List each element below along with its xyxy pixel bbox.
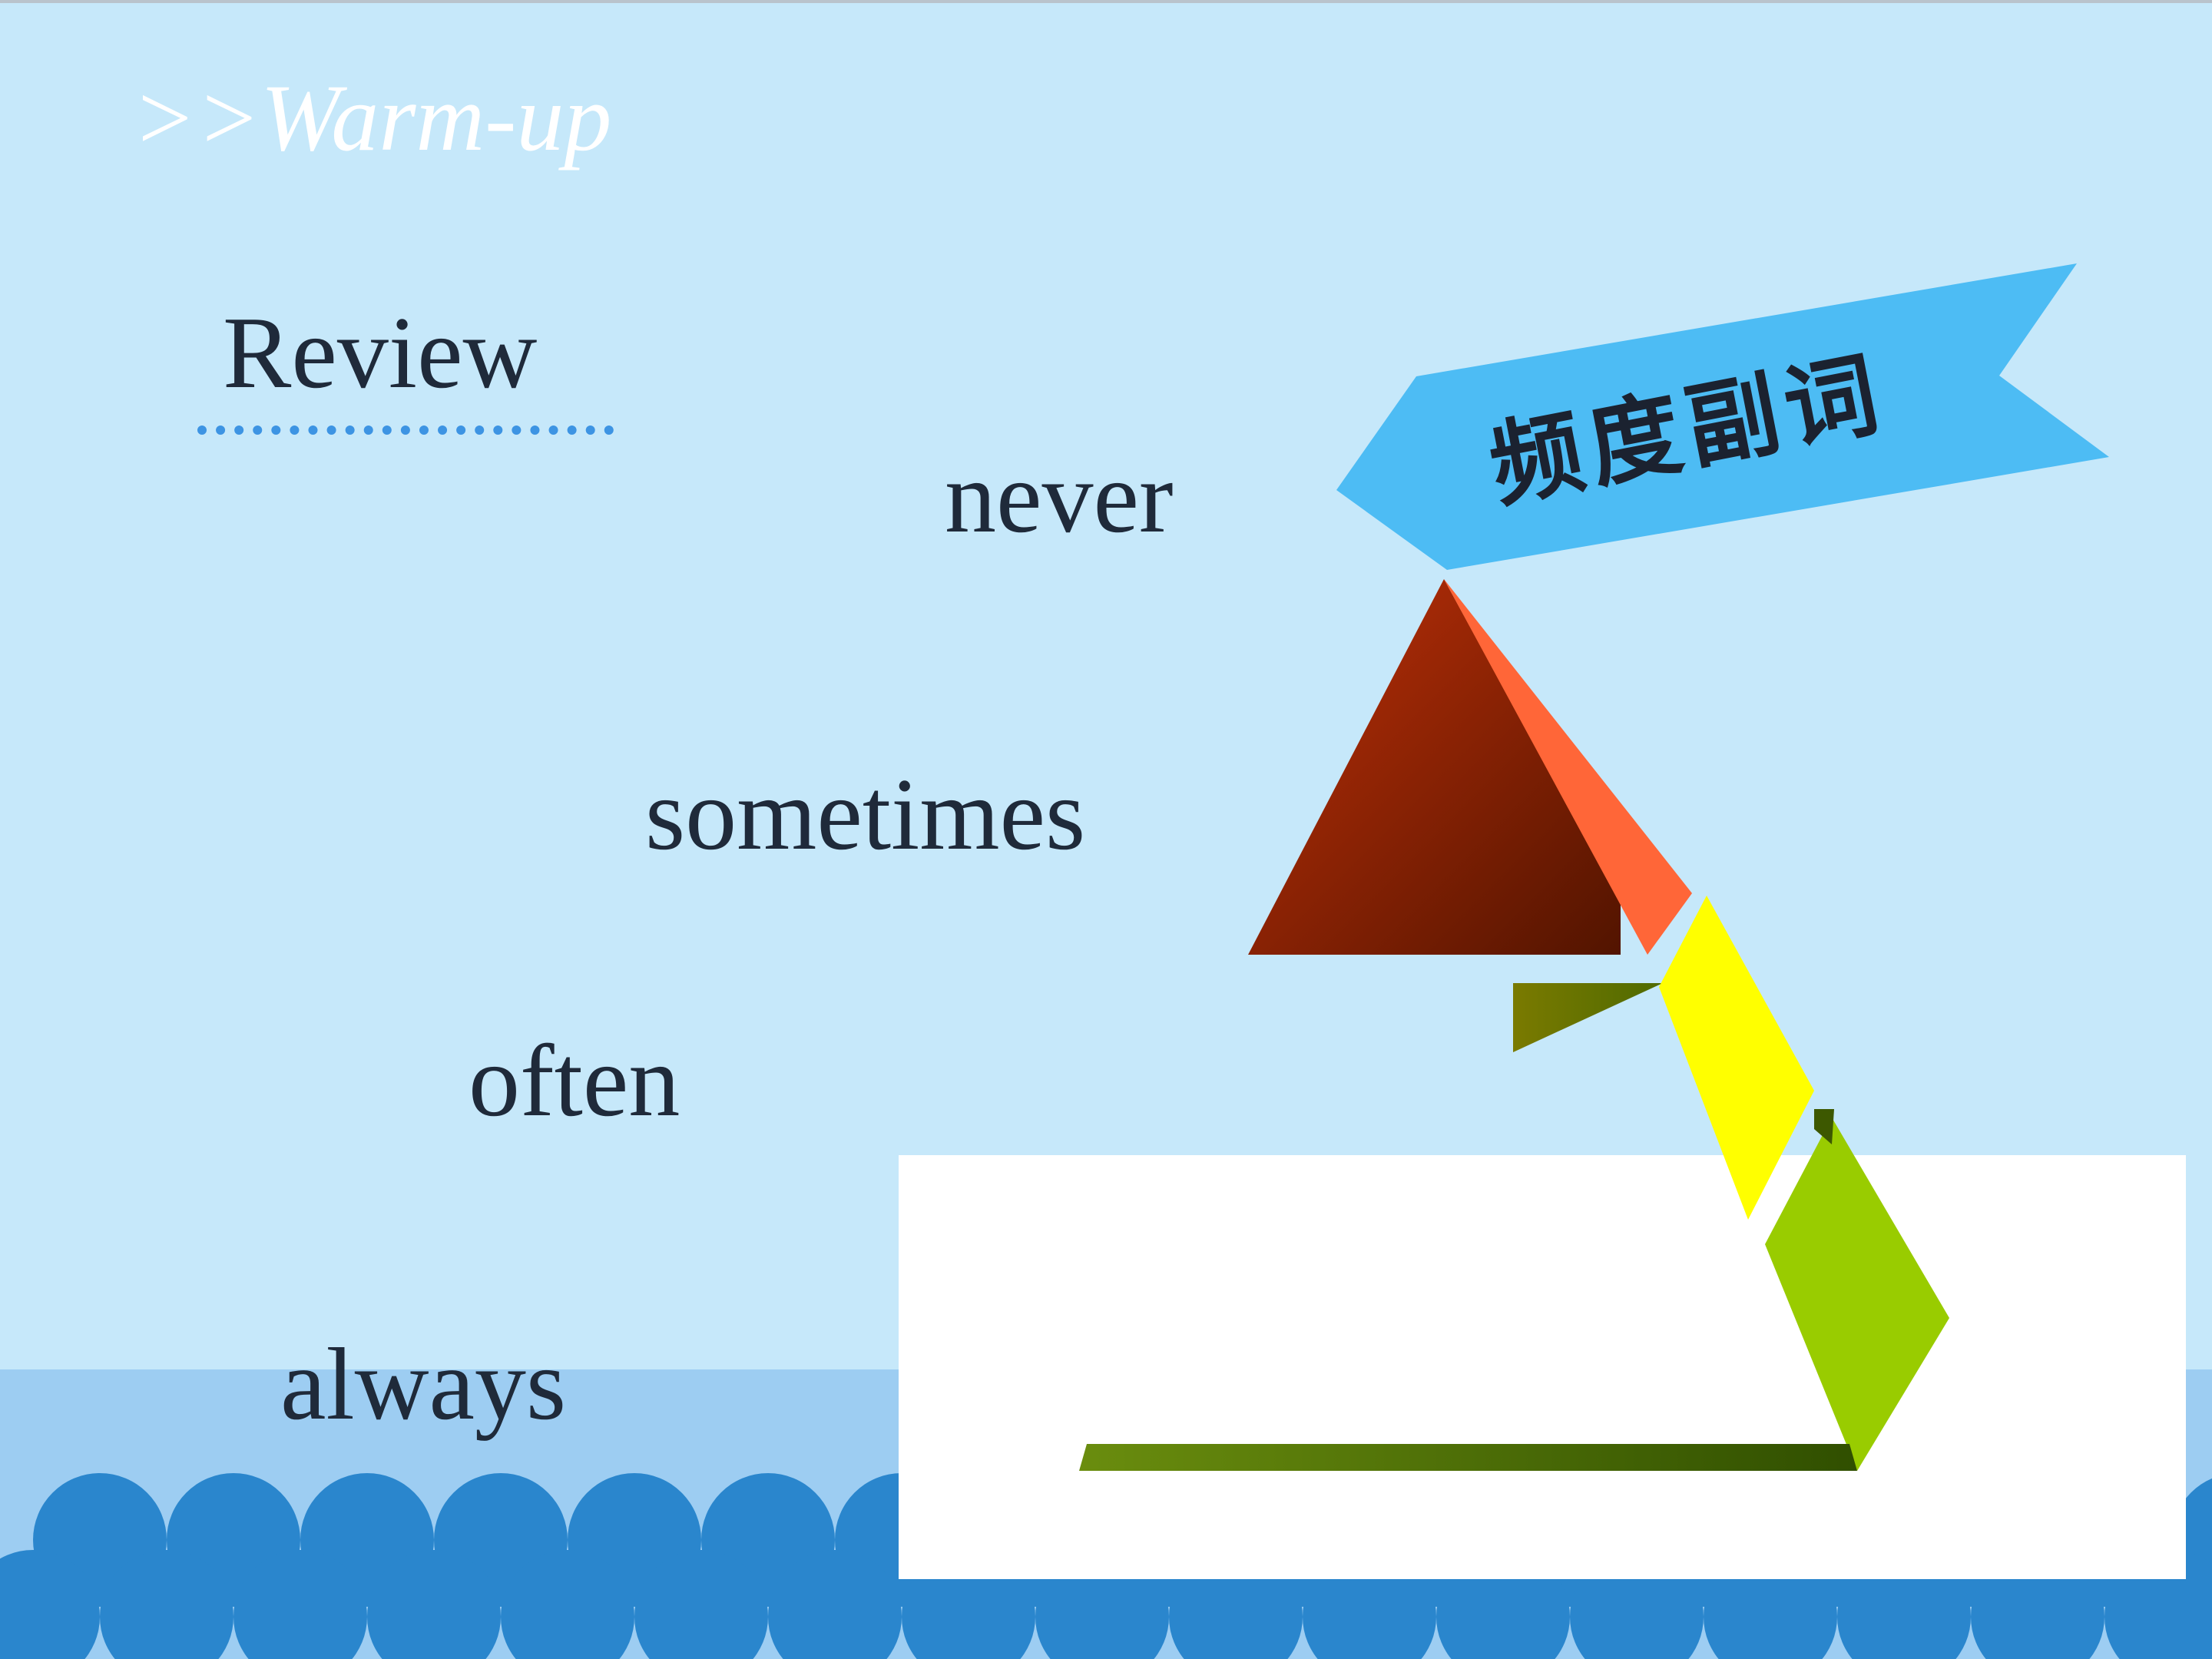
top-rule <box>0 0 2212 3</box>
ribbon-banner: 频度副词 <box>1336 263 2109 570</box>
word-never: never <box>945 440 1174 554</box>
word-sometimes: sometimes <box>645 757 1086 871</box>
word-always: always <box>280 1327 567 1441</box>
wave-scallop <box>100 1550 233 1659</box>
sail-main <box>1248 579 1621 955</box>
dark-green-notch <box>1814 1109 1834 1144</box>
word-often: often <box>469 1024 680 1137</box>
sail-edge <box>1444 579 1692 955</box>
review-underline <box>197 426 614 435</box>
mast-flag <box>1513 983 1663 1052</box>
wave-scallop <box>367 1550 501 1659</box>
wave-scallop <box>501 1550 634 1659</box>
wave-scallop <box>0 1550 100 1659</box>
green-parallelogram <box>1765 1118 1949 1471</box>
hull <box>1079 1444 1857 1471</box>
white-panel <box>899 1155 2186 1579</box>
review-heading: Review <box>223 296 538 409</box>
wave-scallop <box>634 1550 768 1659</box>
yellow-parallelogram <box>1659 896 1814 1220</box>
wave-scallop <box>768 1550 902 1659</box>
wave-scallop <box>233 1550 367 1659</box>
section-title: >>Warm-up <box>132 65 612 171</box>
